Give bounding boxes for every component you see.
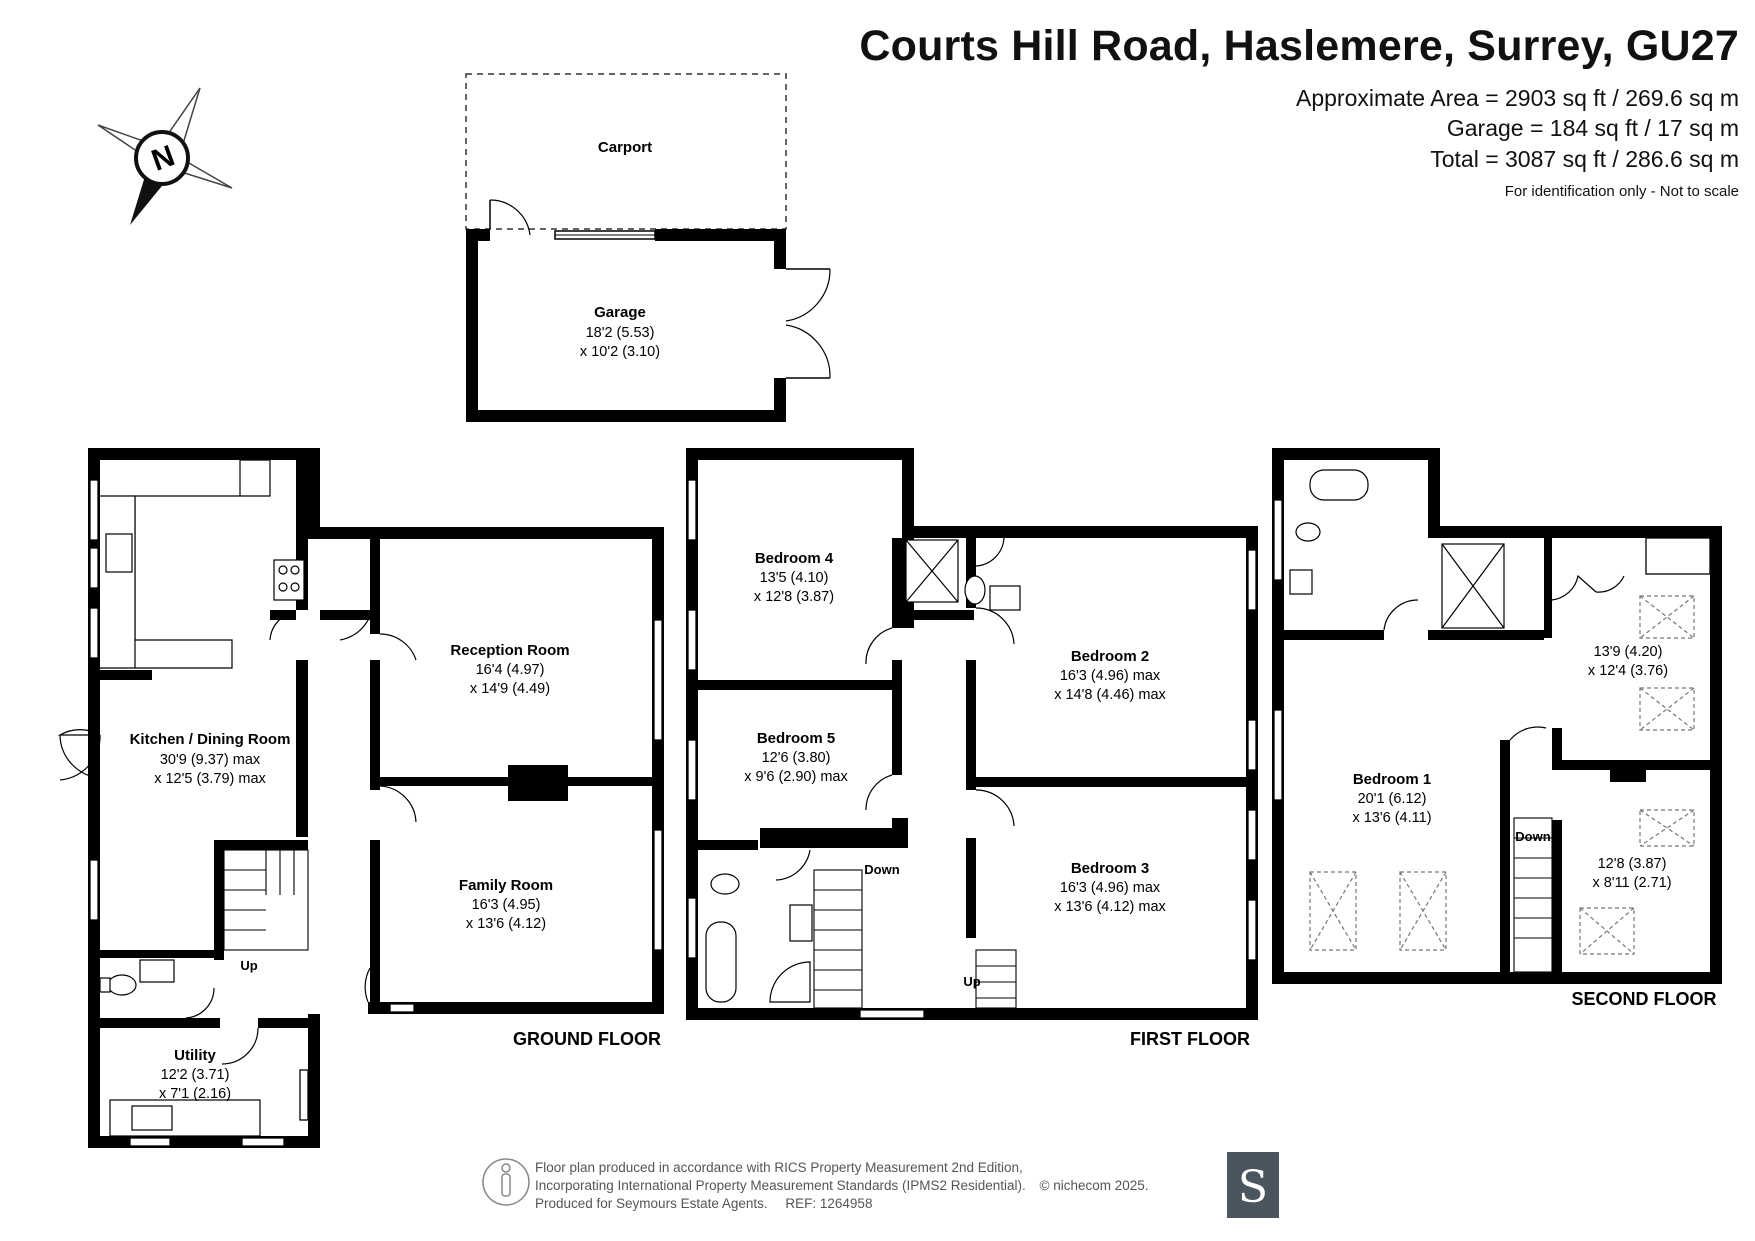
- first-floor-plan: [686, 448, 1258, 1020]
- bedroom3-name: Bedroom 3: [1071, 860, 1149, 877]
- scale-note: For identification only - Not to scale: [1504, 183, 1739, 200]
- total-area: Total = 3087 sq ft / 286.6 sq m: [1430, 146, 1739, 172]
- utility-dim-1: 12'2 (3.71): [161, 1067, 230, 1083]
- second-windows: [1273, 499, 1711, 801]
- footer-line-2-row: Incorporating International Property Mea…: [535, 1177, 1149, 1195]
- ground-floor-label: GROUND FLOOR: [513, 1029, 661, 1049]
- bedroom4-dim-1: 13'5 (4.10): [760, 570, 829, 586]
- garage-area: Garage = 184 sq ft / 17 sq m: [1446, 115, 1739, 141]
- footer-line-3: Produced for Seymours Estate Agents.: [535, 1196, 768, 1211]
- bedroom5-dim-1: 12'6 (3.80): [762, 750, 831, 766]
- garage-name: Garage: [594, 304, 646, 321]
- garage-dim-2: x 10'2 (3.10): [580, 344, 660, 360]
- room-a-dim-1: 13'9 (4.20): [1594, 644, 1663, 660]
- reception-name: Reception Room: [450, 642, 569, 659]
- footer-line-1: Floor plan produced in accordance with R…: [535, 1160, 1023, 1175]
- second-floor-label: SECOND FLOOR: [1571, 989, 1716, 1009]
- family-dim-1: 16'3 (4.95): [472, 897, 541, 913]
- utility-dim-2: x 7'1 (2.16): [159, 1086, 231, 1102]
- utility-name: Utility: [174, 1047, 216, 1064]
- room-a-dim-2: x 12'4 (3.76): [1588, 663, 1668, 679]
- bedroom4-name: Bedroom 4: [755, 550, 834, 567]
- kitchen-name: Kitchen / Dining Room: [130, 731, 291, 748]
- room-b-dim-1: 12'8 (3.87): [1598, 856, 1667, 872]
- footer-copyright: © nichecom 2025.: [1039, 1178, 1149, 1193]
- ground-windows: [89, 479, 663, 1147]
- approx-area: Approximate Area = 2903 sq ft / 269.6 sq…: [1295, 85, 1739, 111]
- ground-floor-plan: [88, 448, 664, 1148]
- ground-wc: [99, 959, 175, 996]
- bedroom4-dim-2: x 12'8 (3.87): [754, 589, 834, 605]
- family-name: Family Room: [459, 877, 553, 894]
- first-stairs-down: Down: [864, 862, 899, 877]
- bedroom5-name: Bedroom 5: [757, 730, 835, 747]
- logo-icon: S: [1227, 1152, 1279, 1218]
- bedroom3-dim-1: 16'3 (4.96) max: [1060, 880, 1161, 896]
- reception-dim-2: x 14'9 (4.49): [470, 681, 550, 697]
- compass-icon: N: [97, 87, 233, 225]
- ground-stairs: [223, 849, 309, 951]
- second-floor-plan: [1272, 448, 1722, 984]
- second-stairs-down: Down: [1515, 829, 1550, 844]
- footer-ref: REF: 1264958: [785, 1196, 873, 1211]
- carport-label: Carport: [598, 139, 652, 156]
- family-dim-2: x 13'6 (4.12): [466, 916, 546, 932]
- first-floor-label: FIRST FLOOR: [1130, 1029, 1250, 1049]
- bedroom3-dim-2: x 13'6 (4.12) max: [1054, 899, 1166, 915]
- first-bathroom-fittings: [705, 539, 1021, 1003]
- room-b-dim-2: x 8'11 (2.71): [1592, 875, 1671, 891]
- second-stairs: [1513, 817, 1553, 973]
- bedroom1-dim-1: 20'1 (6.12): [1358, 791, 1427, 807]
- ground-doors: [57, 609, 417, 1065]
- second-skylights: [1309, 595, 1695, 955]
- footer-line-2: Incorporating International Property Mea…: [535, 1178, 1026, 1193]
- footer-line-3-row: Produced for Seymours Estate Agents. REF…: [535, 1195, 1149, 1213]
- bedroom1-name: Bedroom 1: [1353, 771, 1431, 788]
- reception-dim-1: 16'4 (4.97): [476, 662, 545, 678]
- bedroom1-dim-2: x 13'6 (4.11): [1352, 810, 1431, 826]
- bedroom2-dim-1: 16'3 (4.96) max: [1060, 668, 1161, 684]
- footer-text: Floor plan produced in accordance with R…: [535, 1159, 1149, 1213]
- first-stairs-up: Up: [963, 974, 980, 989]
- second-bathroom-fittings: [1289, 469, 1505, 629]
- first-stairs: [813, 869, 1017, 1009]
- kitchen-units: [100, 459, 305, 1137]
- garage-block: [465, 73, 831, 422]
- second-doors: [1383, 574, 1625, 741]
- page-title: Courts Hill Road, Haslemere, Surrey, GU2…: [859, 22, 1739, 70]
- first-doors: [775, 537, 1015, 881]
- kitchen-dim-2: x 12'5 (3.79) max: [154, 771, 266, 787]
- ground-stairs-label: Up: [240, 958, 257, 973]
- logo-letter: S: [1238, 1162, 1268, 1213]
- carport-outline: [465, 73, 787, 230]
- bedroom2-dim-2: x 14'8 (4.46) max: [1054, 687, 1166, 703]
- person-icon: [482, 1158, 530, 1206]
- bedroom5-dim-2: x 9'6 (2.90) max: [744, 769, 848, 785]
- garage-dim-1: 18'2 (5.53): [586, 325, 655, 341]
- kitchen-dim-1: 30'9 (9.37) max: [160, 752, 261, 768]
- first-windows: [687, 479, 1257, 1019]
- bedroom2-name: Bedroom 2: [1071, 648, 1149, 665]
